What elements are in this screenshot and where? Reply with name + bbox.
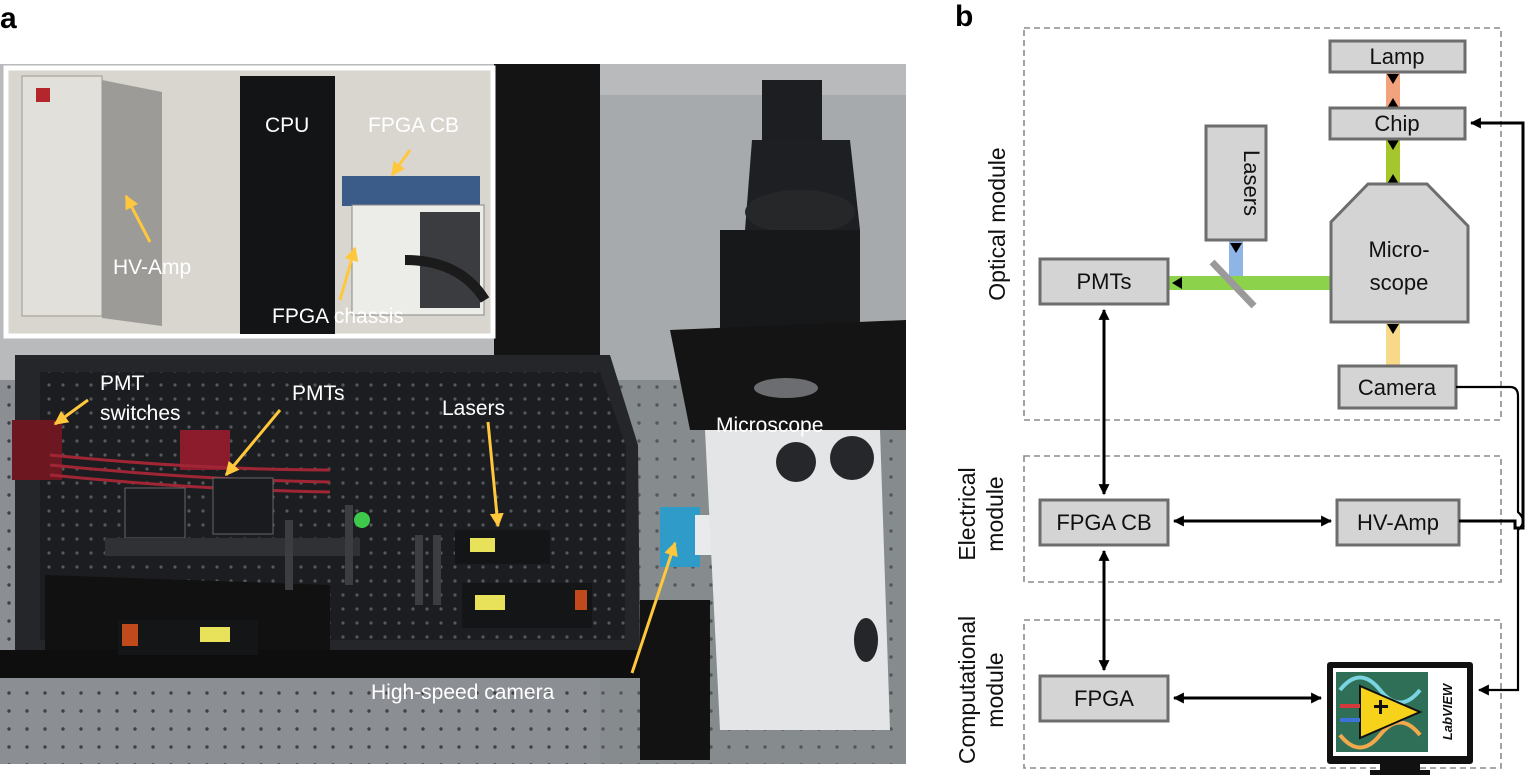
connectors <box>1098 117 1525 704</box>
label-pmt-switches-line1: PMT <box>100 372 145 395</box>
fpga-cb-label: FPGA CB <box>1056 510 1151 535</box>
pmts-box <box>1038 257 1170 306</box>
label-lasers: Lasers <box>442 397 505 420</box>
panel-letter-b: b <box>955 0 973 33</box>
label-high-speed-camera: High-speed camera <box>371 681 555 704</box>
microscope-base <box>705 430 890 730</box>
inset-label-cpu: CPU <box>265 114 309 137</box>
electrical-module-label-line2: module <box>982 476 1008 551</box>
high-speed-camera-body <box>660 507 700 567</box>
lamp-label: Lamp <box>1369 44 1424 69</box>
fpga-cb-unit <box>342 176 480 206</box>
pmt-module-1 <box>124 487 186 539</box>
hv-amp-label: HV-Amp <box>1357 510 1439 535</box>
camera-labview-link <box>1456 385 1525 696</box>
inset-label-fpga-chassis: FPGA chassis <box>272 305 404 328</box>
fluorescence-beam <box>1168 276 1331 290</box>
laser-1 <box>455 530 550 564</box>
microscope-box <box>1329 182 1470 324</box>
camera-label: Camera <box>1358 375 1437 400</box>
microscope-stage <box>670 320 906 430</box>
photo-arrows <box>53 149 678 674</box>
label-pmt-switches-line2: switches <box>100 402 181 425</box>
hv-amp-unit <box>21 75 103 317</box>
optical-module-label: Optical module <box>984 147 1010 300</box>
lamp-box <box>1328 39 1467 74</box>
electrical-module-label-line1: Electrical <box>954 467 980 560</box>
hvamp-chip-link <box>1459 117 1525 530</box>
lasers-label: Lasers <box>1239 150 1264 216</box>
lamp-chip-beam <box>1386 72 1400 110</box>
labview-logo-text: LabVIEW <box>1440 682 1455 740</box>
label-pmts: PMTs <box>292 382 345 405</box>
dichroic-mirror <box>1209 259 1257 309</box>
laser-beam <box>1229 240 1243 284</box>
computational-module-label-line2: module <box>982 652 1008 727</box>
inset-photo <box>3 65 496 339</box>
pmt-module-2 <box>212 477 274 535</box>
microscope-label-line2: scope <box>1370 270 1429 295</box>
laser-3 <box>118 620 258 655</box>
optical-module-frame <box>1023 27 1502 421</box>
black-frame <box>494 64 600 384</box>
electrical-module-frame <box>1023 455 1502 583</box>
chip-box <box>1328 106 1467 141</box>
computational-module-label-line1: Computational <box>954 616 980 764</box>
inset-label-hv-amp: HV-Amp <box>113 256 191 279</box>
computational-module-frame <box>1023 619 1502 769</box>
inset-label-fpga-cb: FPGA CB <box>368 114 459 137</box>
fpga-box <box>1038 674 1170 723</box>
fpga-cb-box <box>1038 498 1170 547</box>
lasers-box <box>1204 124 1268 242</box>
fpga-label: FPGA <box>1074 686 1134 711</box>
chip-microscope-beam <box>1386 138 1400 186</box>
label-microscope: Microscope <box>716 414 823 437</box>
cpu-tower <box>240 76 335 334</box>
pmts-label: PMTs <box>1077 269 1132 294</box>
panel-letter-a: a <box>0 2 17 35</box>
chip-label: Chip <box>1374 111 1419 136</box>
microscope-camera-beam <box>1386 322 1400 366</box>
labview-monitor: LabVIEW <box>1327 662 1473 775</box>
pmt-switches-box <box>12 420 62 480</box>
microscope-top <box>762 80 822 140</box>
microscope-label-line1: Micro- <box>1368 237 1429 262</box>
lab-photo <box>0 64 906 764</box>
riser-block <box>640 600 710 760</box>
